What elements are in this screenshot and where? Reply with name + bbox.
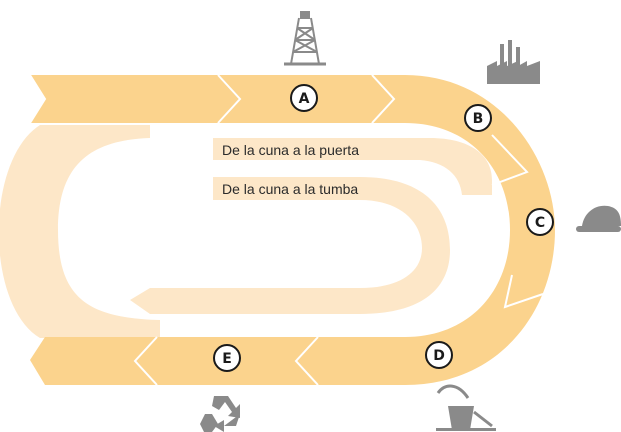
stage-b-letter: B — [473, 111, 484, 127]
divider-5 — [294, 336, 319, 386]
factory-icon — [487, 40, 540, 84]
start-notch — [29, 74, 47, 124]
stage-d-letter: D — [433, 348, 445, 364]
stage-d-marker: D — [425, 341, 453, 369]
stage-a-marker: A — [290, 84, 318, 112]
caption-cradle-to-grave: De la cuna a la tumba — [222, 181, 358, 197]
divider-4 — [503, 274, 544, 309]
cradle-to-grave-band — [130, 177, 450, 314]
divider-2 — [371, 74, 396, 124]
hard-hat-icon — [576, 205, 621, 232]
divider-1 — [217, 74, 242, 124]
main-track — [30, 75, 555, 385]
stage-b-marker: B — [464, 104, 492, 132]
pale-outer-loop — [0, 125, 160, 338]
divider-3 — [491, 134, 529, 186]
cradle-to-gate-band — [213, 138, 492, 195]
stage-c-letter: C — [535, 215, 545, 231]
caption-cradle-to-gate: De la cuna a la puerta — [222, 142, 359, 158]
stage-e-marker: E — [213, 344, 241, 372]
oil-derrick-icon — [284, 11, 326, 66]
stage-a-letter: A — [299, 91, 310, 107]
stage-c-marker: C — [526, 208, 554, 236]
watering-can-icon — [436, 384, 496, 431]
stage-e-letter: E — [222, 351, 232, 367]
divider-6 — [133, 336, 158, 386]
recycle-icon — [200, 396, 240, 432]
